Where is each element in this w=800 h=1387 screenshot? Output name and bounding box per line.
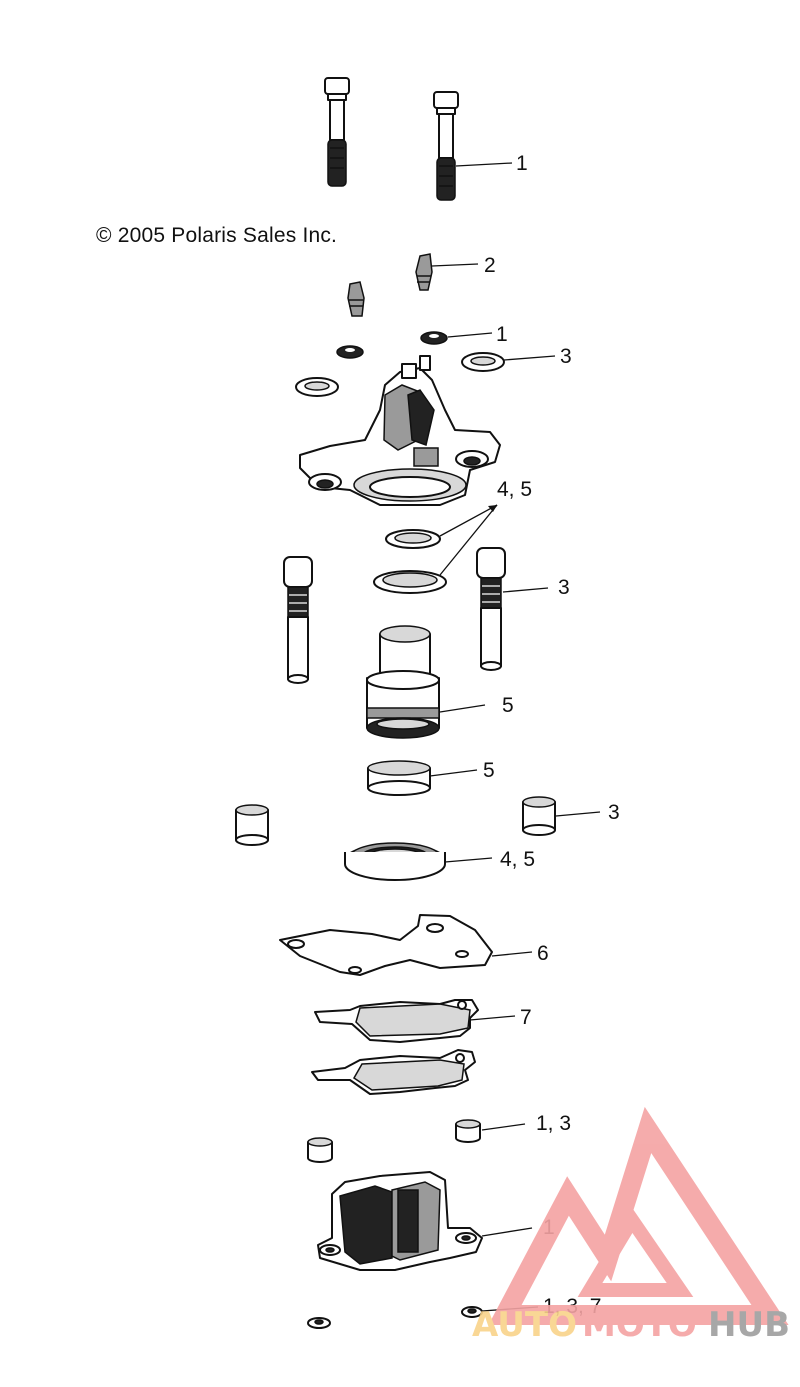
callout-piston: 5 bbox=[502, 694, 514, 717]
watermark-text-moto: MOTO bbox=[582, 1305, 697, 1345]
callout-bushing: 3 bbox=[608, 801, 620, 824]
bushing-right bbox=[522, 796, 556, 836]
callout-bleeder-nut: 1 bbox=[496, 323, 508, 346]
seal-small bbox=[385, 529, 441, 549]
watermark-text-hub: HUB bbox=[708, 1305, 790, 1345]
cup-right bbox=[455, 1119, 481, 1143]
bottom-nut-left bbox=[307, 1317, 331, 1329]
bleeder-valve-right bbox=[415, 253, 433, 291]
callout-insulator: 5 bbox=[483, 759, 495, 782]
bottom-nut-right bbox=[461, 1306, 483, 1318]
callout-dust-seal: 4, 5 bbox=[500, 848, 535, 871]
guide-pin-left bbox=[283, 556, 313, 684]
lower-caliper-housing bbox=[317, 1171, 483, 1271]
brake-pad-lower bbox=[311, 1049, 476, 1095]
callout-guide-pin: 3 bbox=[558, 576, 570, 599]
brake-pad-upper bbox=[314, 999, 479, 1043]
guide-pin-right bbox=[476, 547, 506, 671]
small-nut-right bbox=[420, 331, 448, 345]
piston-insulator bbox=[367, 760, 431, 796]
washer-left bbox=[295, 377, 339, 397]
bleeder-valve-left bbox=[347, 281, 365, 317]
callout-cup: 1, 3 bbox=[536, 1112, 571, 1135]
long-bolt-left bbox=[324, 77, 350, 187]
watermark-logo: AUTO MOTO HUB bbox=[472, 1106, 790, 1345]
callout-bolt: 1 bbox=[516, 152, 528, 175]
piston bbox=[366, 625, 440, 739]
copyright-notice: © 2005 Polaris Sales Inc. bbox=[96, 224, 338, 247]
callout-seals: 4, 5 bbox=[497, 478, 532, 501]
dust-seal bbox=[344, 842, 446, 881]
callout-bracket: 6 bbox=[537, 942, 549, 965]
upper-caliper-housing bbox=[299, 355, 501, 506]
small-nut-left bbox=[336, 345, 364, 359]
seal-large bbox=[373, 570, 447, 594]
washer-right bbox=[461, 352, 505, 372]
cup-left bbox=[307, 1137, 333, 1163]
watermark-text-auto: AUTO bbox=[472, 1305, 577, 1345]
callout-brake-pad: 7 bbox=[520, 1006, 532, 1029]
long-bolt-right bbox=[433, 91, 459, 201]
bushing-left bbox=[235, 804, 269, 846]
callout-washer: 3 bbox=[560, 345, 572, 368]
callout-bleeder-valve: 2 bbox=[484, 254, 496, 277]
mounting-bracket bbox=[279, 914, 493, 976]
